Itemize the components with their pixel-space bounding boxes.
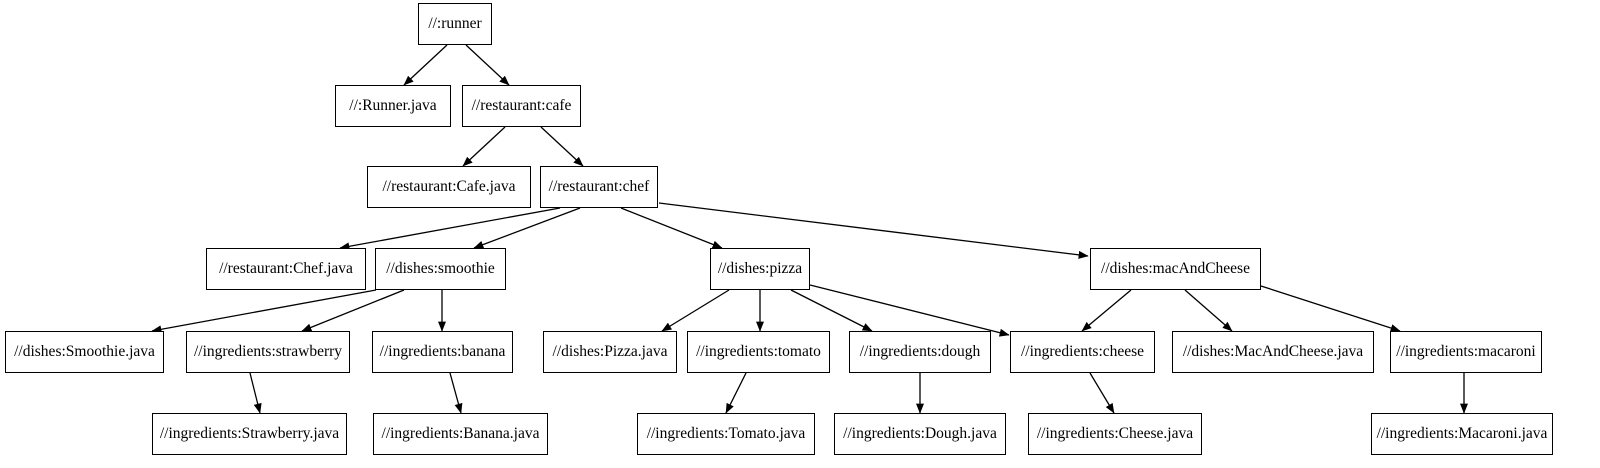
graph-node-tomato_java[interactable]: //ingredients:Tomato.java [637,413,815,455]
graph-edge-restaurant_chef-to-dishes_smoothie [473,207,581,249]
graph-node-label: //:runner [428,15,482,33]
graph-node-label: //restaurant:chef [548,178,650,196]
graph-node-label: //ingredients:Tomato.java [646,425,806,443]
graph-edge-runner-to-runner_java [403,44,448,86]
graph-node-label: //ingredients:cheese [1020,343,1145,361]
graph-node-label: //ingredients:macaroni [1396,343,1536,361]
graph-node-label: //ingredients:Cheese.java [1036,425,1194,443]
graph-node-macaroni_java[interactable]: //ingredients:Macaroni.java [1371,413,1553,455]
graph-edge-restaurant_chef-to-dishes_pizza [620,207,723,249]
graph-node-label: //dishes:macAndCheese [1101,260,1250,278]
graph-node-ing_banana[interactable]: //ingredients:banana [372,331,513,373]
graph-node-restaurant_cafe[interactable]: //restaurant:cafe [462,85,581,127]
graph-node-ing_tomato[interactable]: //ingredients:tomato [687,331,830,373]
graph-node-label: //dishes:Smoothie.java [14,343,155,361]
graph-node-strawberry_java[interactable]: //ingredients:Strawberry.java [152,413,347,455]
graph-node-label: //ingredients:banana [379,343,506,361]
graph-node-dishes_mac[interactable]: //dishes:macAndCheese [1090,248,1261,290]
graph-node-label: //ingredients:tomato [696,343,821,361]
graph-node-label: //:Runner.java [349,97,437,115]
graph-node-dishes_smoothie[interactable]: //dishes:smoothie [375,248,506,290]
graph-edge-restaurant_cafe-to-restaurant_chef [540,126,584,167]
graph-node-label: //restaurant:Cafe.java [382,178,516,196]
graph-node-label: //ingredients:strawberry [193,343,343,361]
graph-edge-dishes_smoothie-to-smoothie_java [151,289,377,334]
graph-edge-dishes_pizza-to-ing_cheese [809,284,1010,337]
graph-edge-ing_tomato-to-tomato_java [725,372,747,414]
graph-node-label: //ingredients:Banana.java [381,425,540,443]
graph-node-chef_java[interactable]: //restaurant:Chef.java [206,248,366,290]
graph-node-ing_macaroni[interactable]: //ingredients:macaroni [1390,331,1542,373]
graph-edge-restaurant_cafe-to-cafe_java [462,126,506,167]
graph-node-pizza_java[interactable]: //dishes:Pizza.java [543,331,677,373]
graph-node-cheese_java[interactable]: //ingredients:Cheese.java [1028,413,1202,455]
graph-node-ing_strawberry[interactable]: //ingredients:strawberry [186,331,350,373]
graph-edge-runner-to-restaurant_cafe [465,44,510,86]
graph-edge-dishes_mac-to-mac_java [1184,289,1233,332]
graph-edge-ing_cheese-to-cheese_java [1089,372,1115,414]
graph-node-label: //dishes:MacAndCheese.java [1182,343,1364,361]
graph-node-label: //ingredients:dough [859,343,981,361]
graph-node-label: //dishes:smoothie [386,260,495,278]
graph-node-runner[interactable]: //:runner [418,3,492,45]
graph-node-label: //ingredients:Strawberry.java [159,425,340,443]
graph-node-banana_java[interactable]: //ingredients:Banana.java [373,413,548,455]
graph-node-label: //ingredients:Dough.java [843,425,997,443]
graph-node-label: //dishes:Pizza.java [552,343,668,361]
graph-node-label: //dishes:pizza [717,260,803,278]
graph-node-mac_java[interactable]: //dishes:MacAndCheese.java [1172,331,1374,373]
graph-edge-dishes_pizza-to-pizza_java [661,289,730,332]
graph-node-ing_cheese[interactable]: //ingredients:cheese [1010,331,1155,373]
graph-node-smoothie_java[interactable]: //dishes:Smoothie.java [5,331,164,373]
graph-edge-dishes_smoothie-to-ing_strawberry [301,289,405,332]
graph-node-label: //restaurant:Chef.java [219,260,353,278]
graph-node-dough_java[interactable]: //ingredients:Dough.java [834,413,1006,455]
graph-node-cafe_java[interactable]: //restaurant:Cafe.java [367,166,531,208]
graph-node-restaurant_chef[interactable]: //restaurant:chef [540,166,658,208]
graph-edge-dishes_mac-to-ing_cheese [1081,289,1132,332]
graph-node-label: //ingredients:Macaroni.java [1376,425,1548,443]
graph-node-runner_java[interactable]: //:Runner.java [335,85,451,127]
graph-edge-dishes_mac-to-ing_macaroni [1260,285,1401,332]
graph-edge-ing_strawberry-to-strawberry_java [249,372,262,414]
graph-node-label: //restaurant:cafe [471,97,572,115]
graph-node-ing_dough[interactable]: //ingredients:dough [849,331,991,373]
graph-node-dishes_pizza[interactable]: //dishes:pizza [710,248,810,290]
graph-edge-dishes_pizza-to-ing_dough [790,289,873,332]
graph-edge-ing_banana-to-banana_java [449,372,463,414]
graph-edge-restaurant_chef-to-chef_java [339,207,561,251]
